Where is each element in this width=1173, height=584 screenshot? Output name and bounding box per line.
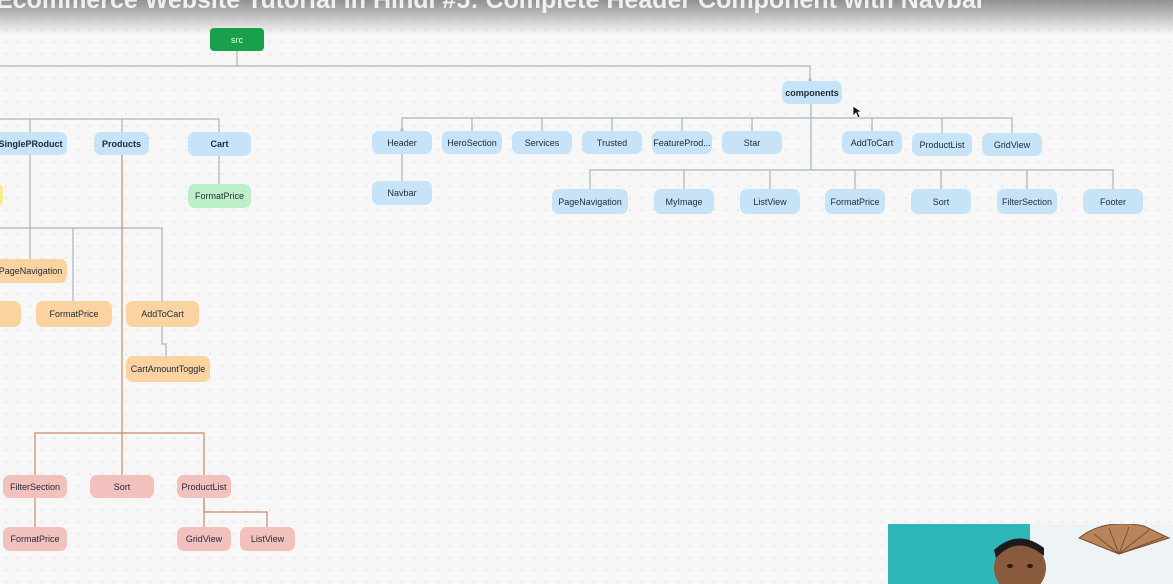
node-navbar[interactable]: Navbar	[372, 181, 432, 205]
edge-addtocart-toggle	[161, 327, 167, 356]
edge-single-product-children	[29, 155, 163, 301]
node-pr-sort[interactable]: Sort	[90, 475, 154, 498]
node-cart[interactable]: Cart	[188, 132, 251, 156]
edge-products-tree	[34, 155, 123, 475]
node-herosection[interactable]: HeroSection	[442, 131, 502, 154]
video-title-bar: Ecommerce Website Tutorial in Hindi #5: …	[0, 0, 1173, 34]
node-sp-formatprice[interactable]: FormatPrice	[36, 301, 112, 327]
decor-fan-image	[1078, 524, 1171, 555]
node-header[interactable]: Header	[372, 131, 432, 154]
node-partial-yellow	[0, 183, 3, 207]
node-pr-formatprice[interactable]: FormatPrice	[3, 527, 67, 551]
node-sp-pagenavigation[interactable]: PageNavigation	[0, 259, 67, 283]
edge-src-components	[236, 50, 811, 81]
node-formatprice[interactable]: FormatPrice	[825, 189, 885, 214]
node-myimage[interactable]: MyImage	[654, 189, 714, 214]
node-sp-cartamounttoggle[interactable]: CartAmountToggle	[126, 356, 210, 382]
edge-components-bus	[401, 104, 812, 131]
node-featureproducts[interactable]: FeatureProd...	[652, 131, 712, 154]
node-partial-orange	[0, 301, 21, 327]
node-sp-addtocart[interactable]: AddToCart	[126, 301, 199, 327]
node-productlist[interactable]: ProductList	[912, 133, 972, 156]
edge-components-row2	[589, 118, 812, 189]
node-services[interactable]: Services	[512, 131, 572, 154]
edge-pages-bus	[0, 118, 220, 132]
node-pagenavigation[interactable]: PageNavigation	[552, 189, 628, 214]
node-gridview[interactable]: GridView	[982, 133, 1042, 156]
node-sort[interactable]: Sort	[911, 189, 971, 214]
node-trusted[interactable]: Trusted	[582, 131, 642, 154]
node-listview[interactable]: ListView	[740, 189, 800, 214]
node-pr-gridview[interactable]: GridView	[177, 527, 231, 551]
node-cart-formatprice[interactable]: FormatPrice	[188, 184, 251, 208]
node-src[interactable]: src	[210, 28, 264, 51]
node-pr-productlist[interactable]: ProductList	[177, 475, 231, 498]
video-title: Ecommerce Website Tutorial in Hindi #5: …	[0, 0, 986, 14]
presenter-image	[994, 538, 1046, 584]
node-filtersection[interactable]: FilterSection	[997, 189, 1057, 214]
node-pr-filtersection[interactable]: FilterSection	[3, 475, 67, 498]
node-star[interactable]: Star	[722, 131, 782, 154]
node-single-product[interactable]: SinglePRoduct	[0, 132, 67, 155]
node-addtocart[interactable]: AddToCart	[842, 131, 902, 154]
node-products[interactable]: Products	[94, 132, 149, 155]
node-components[interactable]: components	[782, 81, 842, 104]
node-footer[interactable]: Footer	[1083, 189, 1143, 214]
node-pr-listview[interactable]: ListView	[240, 527, 295, 551]
mouse-pointer-icon	[852, 105, 864, 119]
webcam-overlay	[888, 524, 1173, 584]
